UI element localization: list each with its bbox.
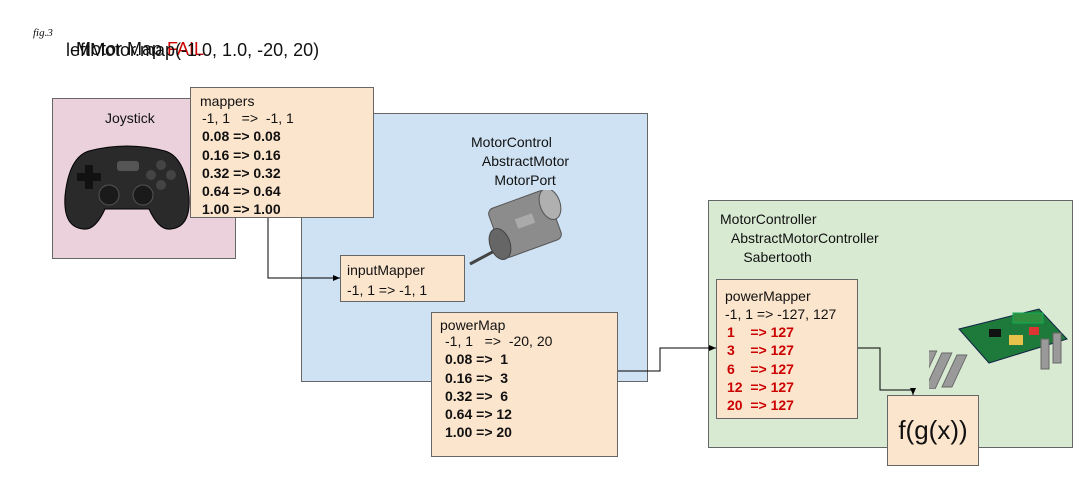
motor-controller-line-1: AbstractMotorController — [720, 230, 879, 246]
power-map-lines: -1, 1 => -20, 20 0.08 => 1 0.16 => 3 0.3… — [445, 332, 552, 442]
dc-motor-icon — [469, 190, 562, 266]
motor-controller-line-2: Sabertooth — [720, 249, 812, 265]
figure-label: fig.3 — [33, 27, 53, 39]
mappers-line: 0.32 => 0.32 — [202, 164, 281, 181]
input-mapper-line: -1, 1 => -1, 1 — [347, 282, 428, 298]
mappers-lines: -1, 1 => -1, 1 0.08 => 0.08 0.16 => 0.16… — [202, 109, 294, 219]
power-mapper-title: powerMapper — [725, 288, 811, 304]
mappers-title: mappers — [200, 93, 255, 109]
motor-control-line-0: MotorControl — [471, 134, 552, 150]
function-box: f(g(x)) — [887, 395, 979, 466]
sabertooth-board-icon — [929, 308, 1068, 389]
power-mapper-red-line: 20 => 127 — [727, 397, 794, 414]
gamepad-icon — [64, 145, 190, 230]
motor-control-hierarchy: MotorControl AbstractMotor MotorPort — [471, 133, 569, 190]
title-prefix: Motor Map — [76, 39, 168, 59]
mappers-line: 1.00 => 1.00 — [202, 201, 281, 218]
mappers-box: mappers -1, 1 => -1, 1 0.08 => 0.08 0.16… — [190, 87, 374, 218]
power-map-line: 0.16 => 3 — [445, 369, 509, 386]
power-map-title: powerMap — [440, 317, 506, 333]
diagram-title: Motor Map FAIL — [66, 16, 204, 60]
mappers-line: 0.64 => 0.64 — [202, 183, 281, 200]
motor-controller-line-0: MotorController — [720, 211, 817, 227]
power-mapper-red-line: 1 => 127 — [727, 324, 794, 340]
joystick-label: Joystick — [105, 110, 155, 126]
input-mapper-title: inputMapper — [347, 262, 425, 278]
mappers-line: -1, 1 => -1, 1 — [202, 110, 294, 126]
connector-powermap-to-powermapper — [618, 345, 716, 372]
mappers-line: 0.08 => 0.08 — [202, 128, 281, 145]
power-map-line: -1, 1 => -20, 20 — [445, 333, 553, 349]
motor-control-line-1: AbstractMotor — [471, 153, 570, 169]
power-mapper-red-line: 6 => 127 — [727, 360, 794, 377]
diagram-subtitle: leftMotor.map(-1.0, 1.0, -20, 20) — [66, 40, 320, 60]
mappers-line: 0.16 => 0.16 — [202, 146, 281, 163]
input-mapper-box: inputMapper -1, 1 => -1, 1 — [340, 255, 465, 302]
motor-control-line-2: MotorPort — [471, 172, 556, 188]
connector-mappers-to-inputmapper — [267, 218, 340, 281]
power-map-line: 1.00 => 20 — [445, 424, 512, 441]
power-map-box: powerMap -1, 1 => -20, 20 0.08 => 1 0.16… — [431, 312, 618, 457]
power-mapper-red-line: 3 => 127 — [727, 342, 794, 359]
motor-controller-hierarchy: MotorController AbstractMotorController … — [720, 210, 879, 267]
fail-status: FAIL — [167, 39, 205, 59]
connector-powermapper-to-function — [858, 347, 916, 395]
power-map-line: 0.08 => 1 — [445, 351, 509, 368]
power-map-line: 0.32 => 6 — [445, 387, 509, 404]
power-mapper-line: -1, 1 => -127, 127 — [725, 306, 837, 322]
power-mapper-red-lines: 1 => 127 3 => 127 6 => 127 12 => 127 20 … — [727, 323, 794, 414]
power-mapper-box: powerMapper -1, 1 => -127, 127 1 => 127 … — [716, 279, 858, 419]
function-label: f(g(x)) — [898, 415, 968, 445]
power-mapper-red-line: 12 => 127 — [727, 378, 794, 395]
power-map-line: 0.64 => 12 — [445, 406, 512, 423]
